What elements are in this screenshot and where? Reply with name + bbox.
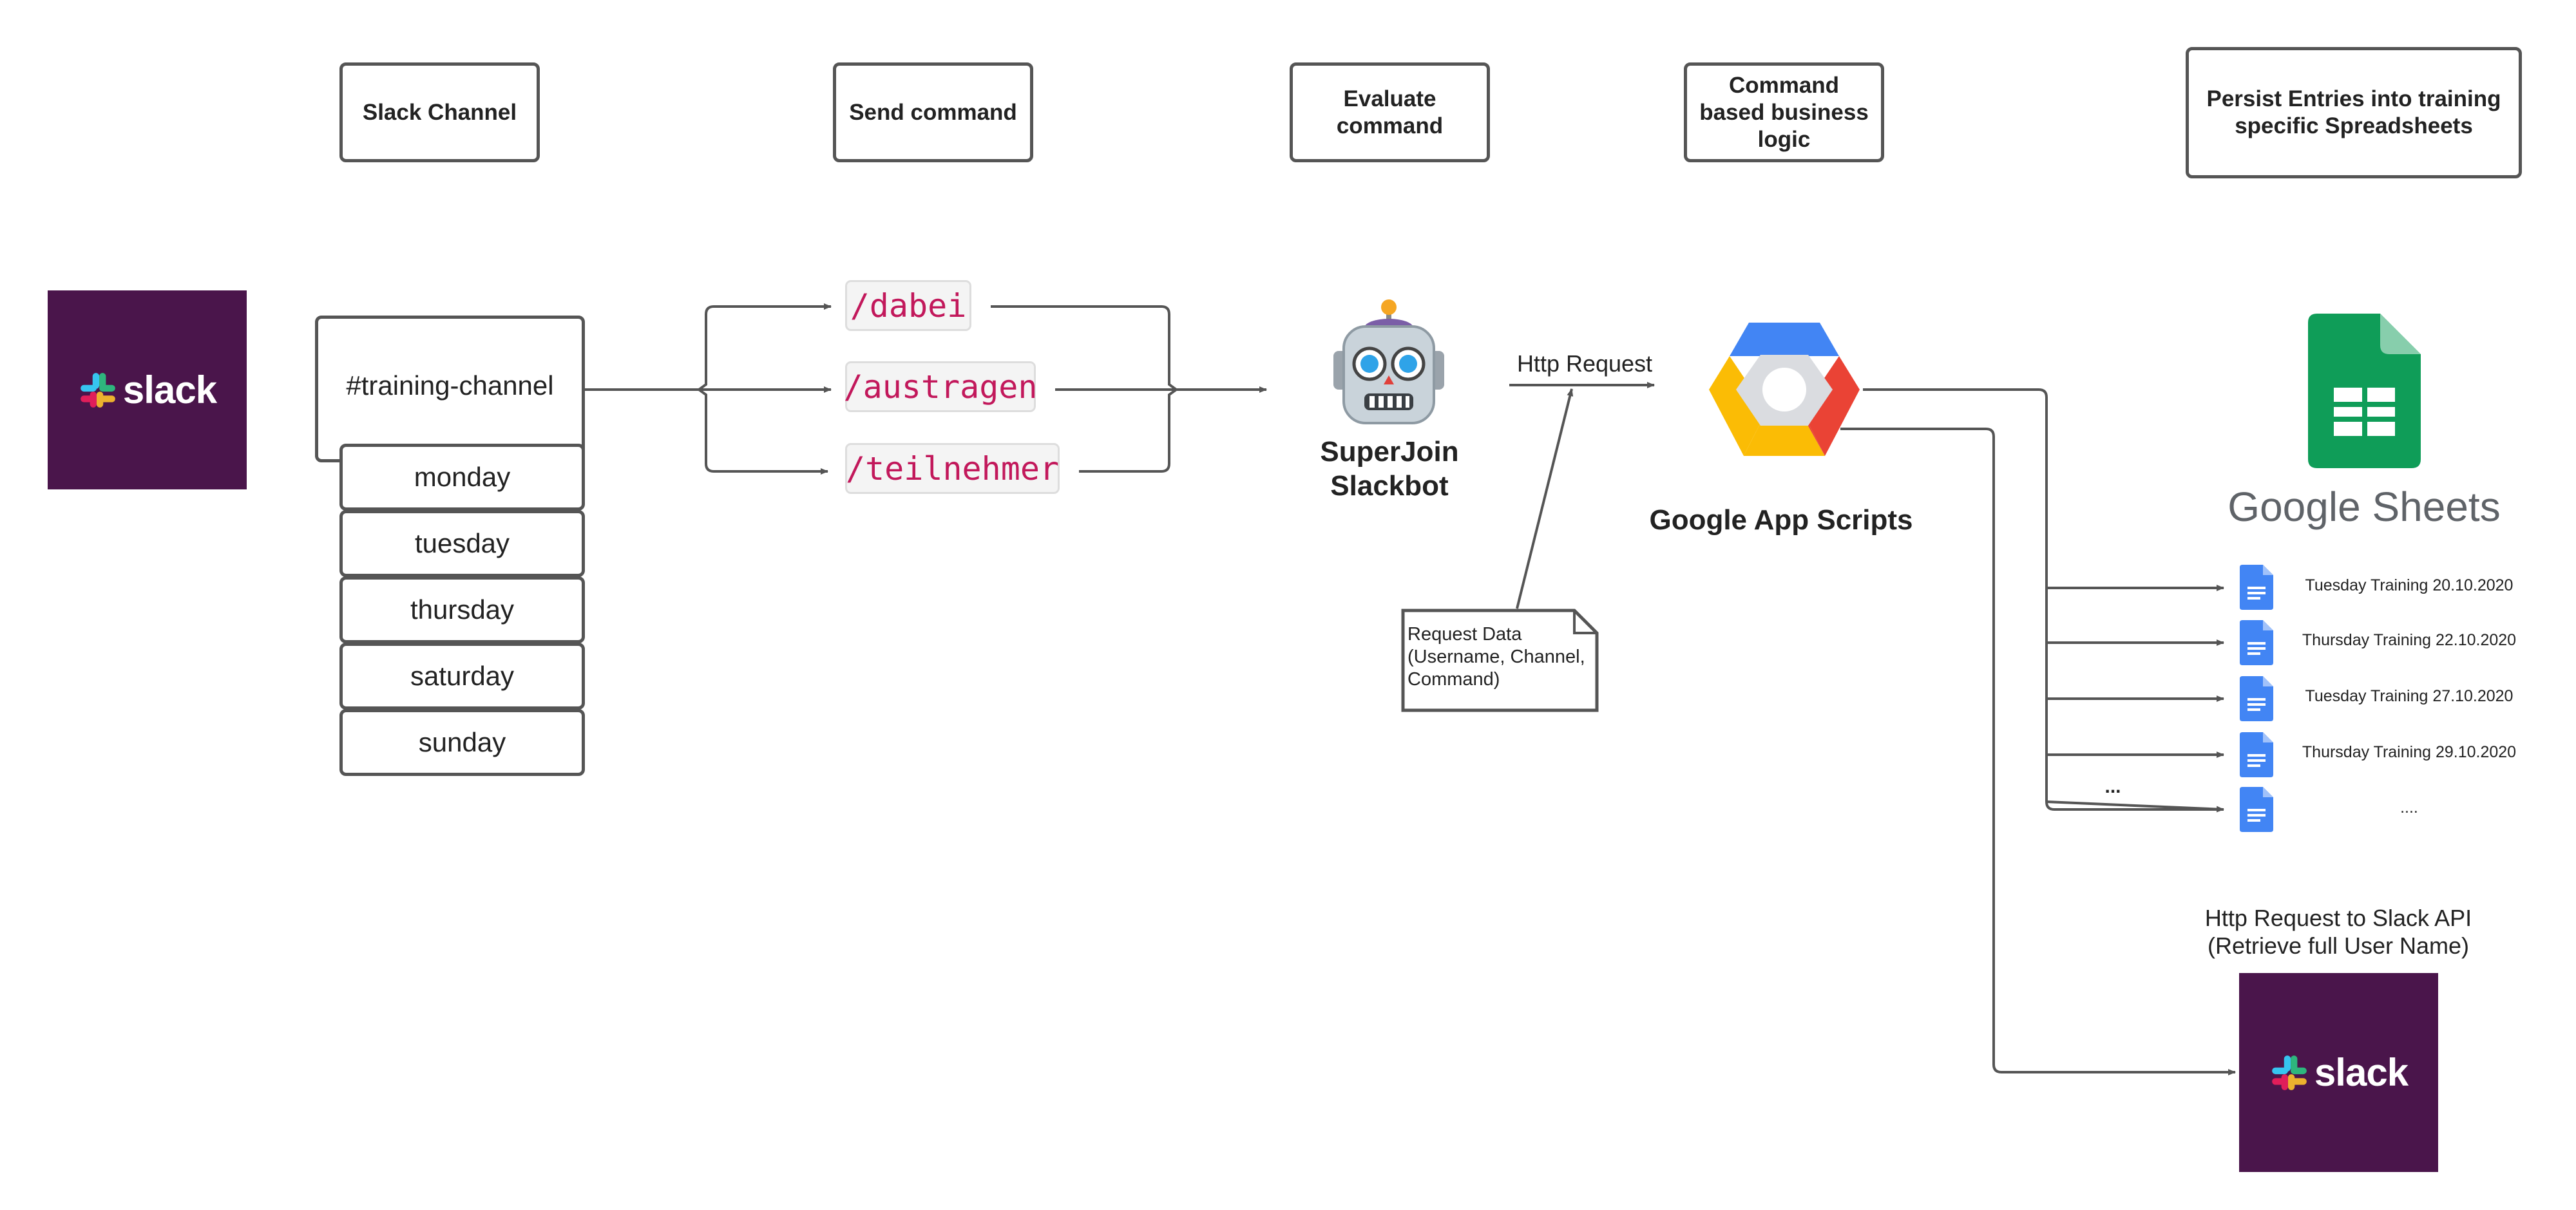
http-request-label: Http Request <box>1516 350 1653 377</box>
teilnehmer-to-merge <box>1079 388 1178 473</box>
doc-label-2: Thursday Training 22.10.2020 <box>2302 631 2517 649</box>
arrow-to-dabei <box>698 303 832 391</box>
doc-icon <box>2240 787 2273 832</box>
header-label: Slack Channel <box>362 99 517 125</box>
slack-api-label-line2: (Retrieve full User Name) <box>2207 932 2470 959</box>
channel-box: #training-channel <box>315 316 585 462</box>
day-saturday: saturday <box>339 643 585 710</box>
doc-icon <box>2240 565 2273 610</box>
day-sunday: sunday <box>339 709 585 776</box>
doc-label-1: Tuesday Training 20.10.2020 <box>2305 576 2514 594</box>
day-tuesday: tuesday <box>339 510 585 577</box>
slack-hash-icon <box>2272 1055 2307 1090</box>
day-monday: monday <box>339 444 585 511</box>
header-send-command: Send command <box>833 62 1033 162</box>
header-slack-channel: Slack Channel <box>339 62 540 162</box>
command-label: /teilnehmer <box>845 449 1060 487</box>
google-sheets-wordmark: Google Sheets <box>2228 484 2501 530</box>
gas-to-docs-trunk <box>1863 388 2224 811</box>
header-label: Evaluate command <box>1336 86 1444 138</box>
request-note-shape <box>1401 609 1599 712</box>
slack-hash-icon <box>81 372 115 408</box>
day-label: saturday <box>410 661 515 691</box>
doc-label-3: Tuesday Training 27.10.2020 <box>2305 687 2514 705</box>
gas-to-slack-api-arrow <box>1840 428 2236 1075</box>
slack-logo: slack <box>48 290 247 489</box>
header-label: Persist Entries into training specific S… <box>2206 86 2501 138</box>
header-label: Command based business logic <box>1699 72 1869 152</box>
day-label: tuesday <box>414 528 510 558</box>
doc-icon <box>2240 676 2273 721</box>
slack-wordmark: slack <box>2314 1051 2409 1094</box>
day-label: sunday <box>418 727 506 757</box>
doc-icon <box>2240 620 2273 665</box>
day-label: thursday <box>410 594 515 625</box>
slack-api-label: Http Request to Slack API (Retrieve full… <box>2164 904 2512 959</box>
day-label: monday <box>414 462 511 492</box>
request-note-text: Request Data (Username, Channel, Command… <box>1407 624 1585 690</box>
docs-ellipsis: ... <box>2104 776 2121 797</box>
doc-label-5: .... <box>2400 799 2418 817</box>
header-evaluate-command: Evaluate command <box>1290 62 1490 162</box>
doc-label-4: Thursday Training 29.10.2020 <box>2302 743 2517 761</box>
slack-api-logo: slack <box>2239 973 2438 1172</box>
note-to-request-arrow <box>1516 388 1574 609</box>
doc-icon <box>2240 732 2273 777</box>
header-label: Send command <box>849 99 1017 125</box>
channel-name: #training-channel <box>346 370 554 401</box>
robot-icon <box>1333 299 1444 424</box>
slack-wordmark: slack <box>122 368 217 411</box>
arrow-to-teilnehmer <box>698 388 828 475</box>
slack-api-label-line1: Http Request to Slack API <box>2204 905 2472 931</box>
day-thursday: thursday <box>339 576 585 643</box>
google-cloud-hexagon-icon <box>1709 323 1860 456</box>
command-label: /dabei <box>850 287 967 325</box>
header-business-logic: Command based business logic <box>1684 62 1884 162</box>
command-teilnehmer: /teilnehmer <box>845 443 1060 494</box>
arrow-doc-5 <box>2046 800 2224 813</box>
command-austragen: /austragen <box>843 361 1038 412</box>
google-sheets-icon <box>2308 314 2421 468</box>
dabei-to-merge <box>991 305 1178 391</box>
command-dabei: /dabei <box>845 280 971 331</box>
header-persist: Persist Entries into training specific S… <box>2186 47 2522 178</box>
command-label: /austragen <box>843 368 1038 406</box>
bot-name: SuperJoin Slackbot <box>1320 436 1459 502</box>
gas-name: Google App Scripts <box>1649 504 1913 536</box>
